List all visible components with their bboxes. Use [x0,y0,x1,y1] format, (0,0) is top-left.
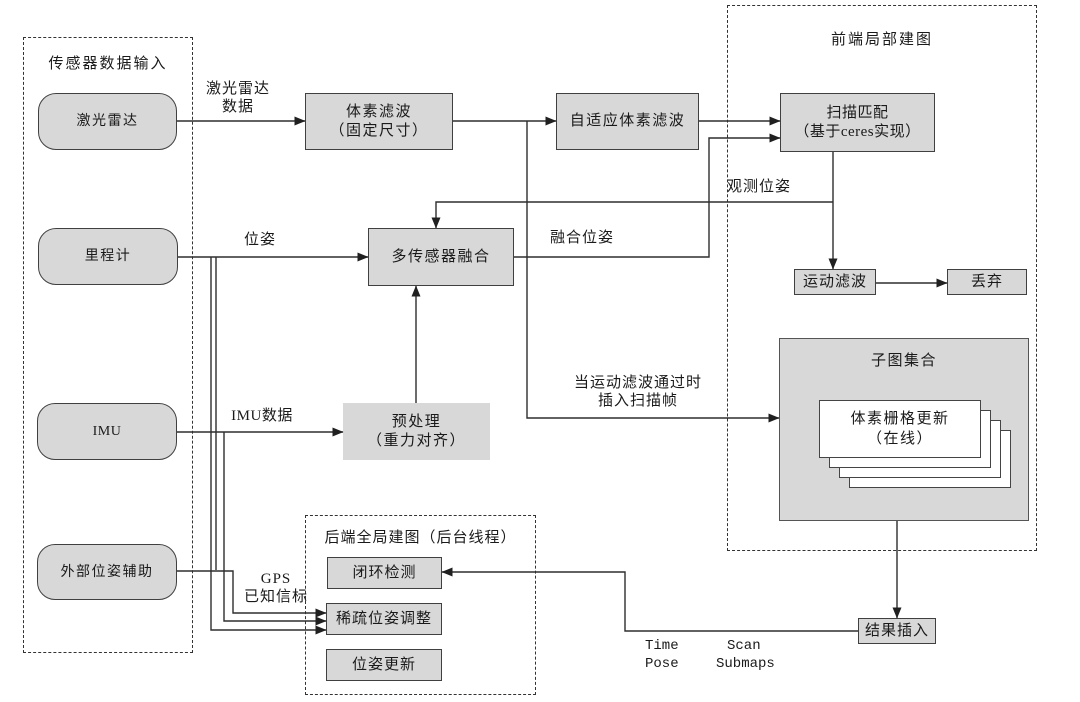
node-imu: IMU [37,403,177,460]
voxel-grid-update-line2: （在线） [866,431,933,447]
node-motion-filter: 运动滤波 [794,269,876,295]
node-lidar-label: 激光雷达 [76,114,139,129]
frontend-panel-title: 前端局部建图 [830,32,933,48]
node-sparse-pose-adjustment: 稀疏位姿调整 [326,603,442,635]
sensor-input-panel: 传感器数据输入 [23,37,193,653]
voxel-grid-update-line1: 体素栅格更新 [850,411,950,427]
node-pose-update-label: 位姿更新 [351,656,416,673]
edge-label-motion-filter-pass: 当运动滤波通过时 插入扫描帧 [563,374,713,410]
node-voxel-filter-line1: 体素滤波 [345,103,412,120]
edge-label-motion-filter-pass-line1: 当运动滤波通过时 [573,375,702,391]
node-sparse-pose-adjustment-label: 稀疏位姿调整 [335,610,432,627]
node-odometer: 里程计 [38,228,178,285]
node-scan-matching-line1: 扫描匹配 [826,104,889,121]
node-discard: 丢弃 [947,269,1027,295]
node-imu-label: IMU [92,424,122,439]
edge-label-gps-beacon-line1: GPS [260,571,292,587]
submap-card-front: 体素栅格更新 （在线） [819,400,981,458]
node-multi-sensor-fusion: 多传感器融合 [368,228,514,286]
edge-label-gps-beacon: GPS 已知信标 [232,570,320,606]
edge-label-scan: Scan [727,638,761,654]
node-loop-closure-detection: 闭环检测 [327,557,442,589]
edge-label-gps-beacon-line2: 已知信标 [243,589,308,605]
edge-label-lidar-data-line2: 数据 [221,99,254,115]
node-odometer-label: 里程计 [84,249,132,264]
node-external-pose-aid: 外部位姿辅助 [37,544,177,600]
edge-label-motion-filter-pass-line2: 插入扫描帧 [597,393,678,409]
node-result-insertion-label: 结果插入 [864,622,929,639]
node-pose-update: 位姿更新 [326,649,442,681]
submap-collection-box: 子图集合 体素栅格更新 （在线） [779,338,1029,521]
node-discard-label: 丢弃 [970,273,1003,290]
edge-label-observed-pose: 观测位姿 [727,179,792,195]
node-multi-sensor-fusion-label: 多传感器融合 [391,248,491,265]
edge-label-submaps: Submaps [716,656,775,672]
edge-label-pose: 位姿 [243,232,276,248]
node-adaptive-voxel-filter: 自适应体素滤波 [556,93,699,150]
edge-label-pose-en: Pose [645,656,679,672]
backend-panel-title: 后端全局建图（后台线程） [324,530,517,546]
submap-collection-title: 子图集合 [870,353,937,369]
node-scan-matching: 扫描匹配 （基于ceres实现） [780,93,935,152]
node-scan-matching-line2: （基于ceres实现） [794,123,921,140]
node-lidar: 激光雷达 [38,93,177,150]
node-preprocessing-line2: （重力对齐） [366,432,466,449]
edge-label-imu-data: IMU数据 [231,408,293,424]
node-preprocessing-line1: 预处理 [391,413,442,430]
node-external-pose-aid-label: 外部位姿辅助 [60,564,154,580]
node-motion-filter-label: 运动滤波 [802,273,867,290]
edge-label-time: Time [645,638,679,654]
node-adaptive-voxel-filter-label: 自适应体素滤波 [569,113,686,129]
node-voxel-filter: 体素滤波 （固定尺寸） [305,93,453,150]
edge-label-lidar-data-line1: 激光雷达 [205,81,270,97]
edge-label-lidar-data: 激光雷达 数据 [196,80,280,116]
node-loop-closure-detection-label: 闭环检测 [352,564,417,581]
node-result-insertion: 结果插入 [858,618,936,644]
edge-label-fused-pose: 融合位姿 [550,230,615,246]
sensor-input-panel-title: 传感器数据输入 [48,56,168,72]
node-voxel-filter-line2: （固定尺寸） [329,122,429,139]
node-preprocessing: 预处理 （重力对齐） [343,403,490,460]
